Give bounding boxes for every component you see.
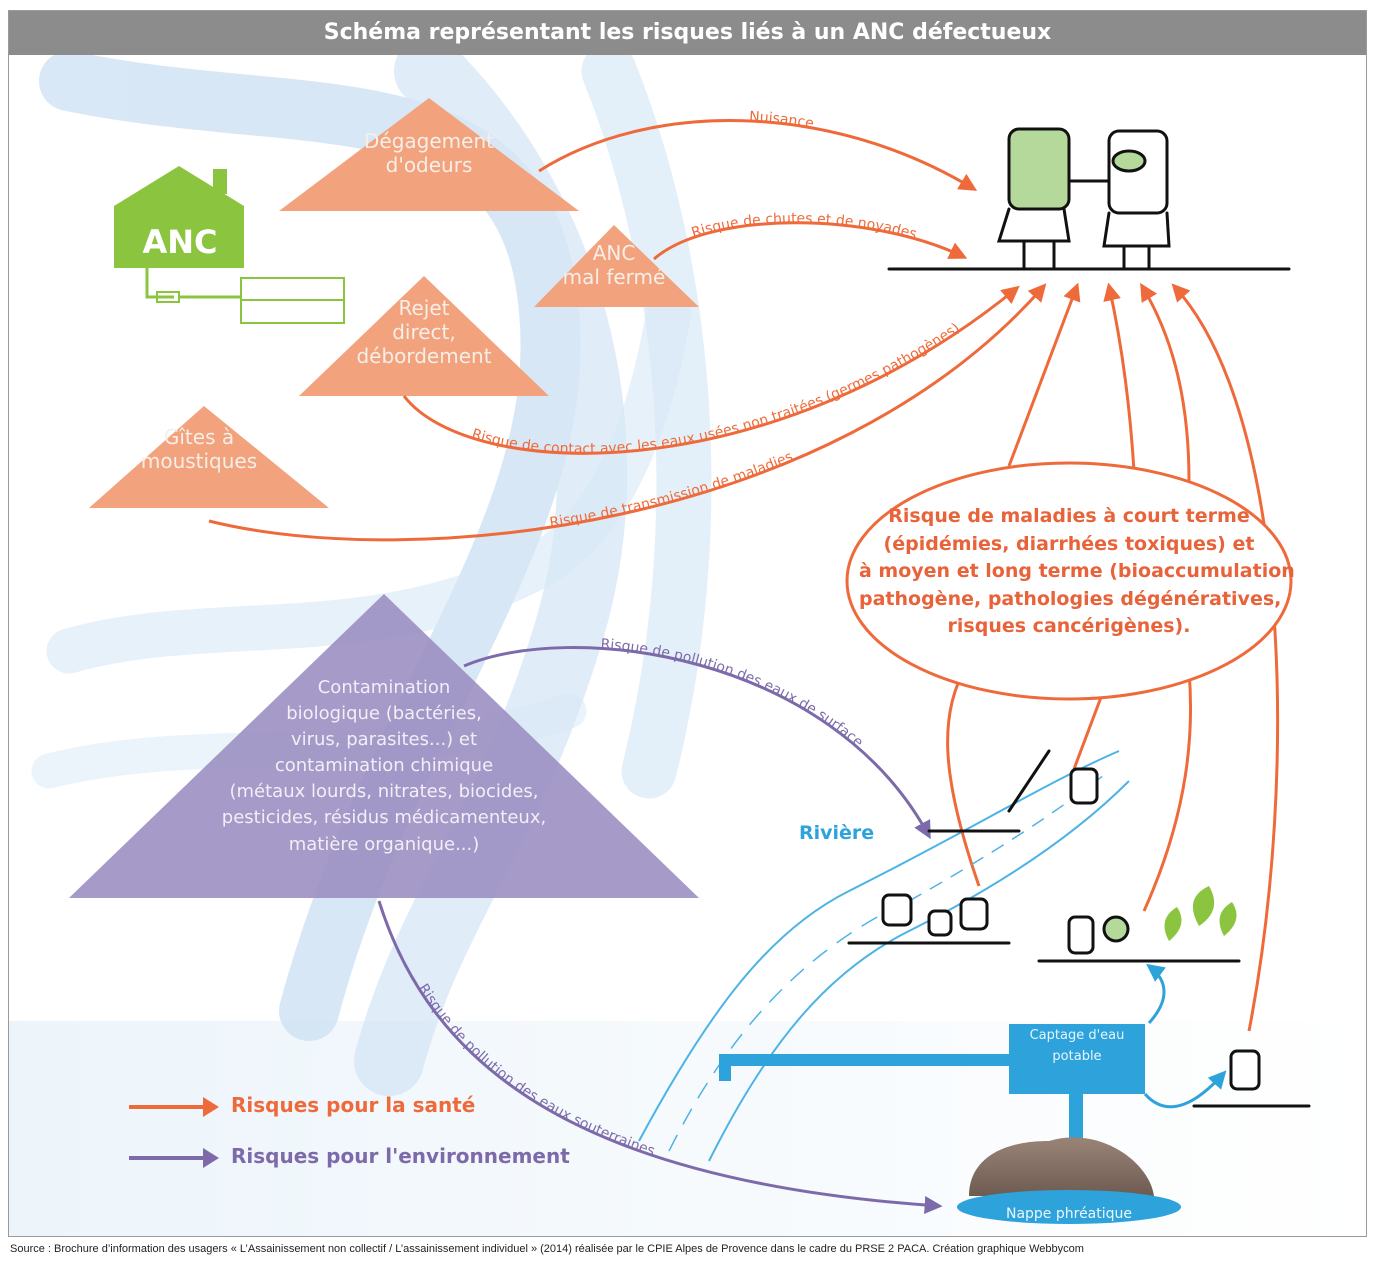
environment-flow-arrows — [377, 646, 943, 1215]
triangle-label-contamination: Contamination biologique (bactéries, vir… — [221, 677, 547, 855]
triangle-contamination — [69, 594, 699, 898]
orange-arrow-icon — [129, 1096, 219, 1117]
riviere-label: Rivière — [799, 822, 875, 844]
triangle-moustiques — [89, 406, 329, 508]
diagram-frame: Schéma représentant les risques liés à u… — [8, 10, 1367, 1237]
legend-environment: Risques pour l'environnement — [129, 1144, 570, 1168]
plants-icon — [1164, 886, 1237, 941]
triangle-mal-ferme — [534, 225, 699, 307]
anc-house-label: ANC — [142, 223, 218, 261]
flow-label-chutes: Risque de chutes et de noyades — [690, 211, 919, 243]
people-sketch-icon — [847, 127, 1311, 1108]
source-caption: Source : Brochure d’information des usag… — [10, 1243, 1084, 1255]
triangle-rejet — [299, 276, 549, 396]
flow-label-nuisance: Nuisance — [749, 109, 815, 132]
nappe-label: Nappe phréatique — [1005, 1206, 1133, 1222]
legend-health: Risques pour la santé — [129, 1093, 475, 1117]
water-pipes — [719, 1054, 1083, 1174]
risk-bubble-text: Risque de maladies à court terme (épidém… — [859, 505, 1295, 638]
diagram-title: Schéma représentant les risques liés à u… — [9, 11, 1366, 55]
diagram-canvas: Nuisance Risque de chutes et de noyades … — [9, 55, 1366, 1236]
aquifer-shape — [957, 1190, 1181, 1224]
triangle-odeurs — [279, 98, 579, 211]
captage-box — [1009, 1024, 1145, 1094]
anc-house-icon — [114, 166, 345, 324]
risk-bubble — [845, 461, 1293, 701]
soil-mound — [969, 1137, 1154, 1196]
purple-arrow-icon — [129, 1147, 219, 1168]
